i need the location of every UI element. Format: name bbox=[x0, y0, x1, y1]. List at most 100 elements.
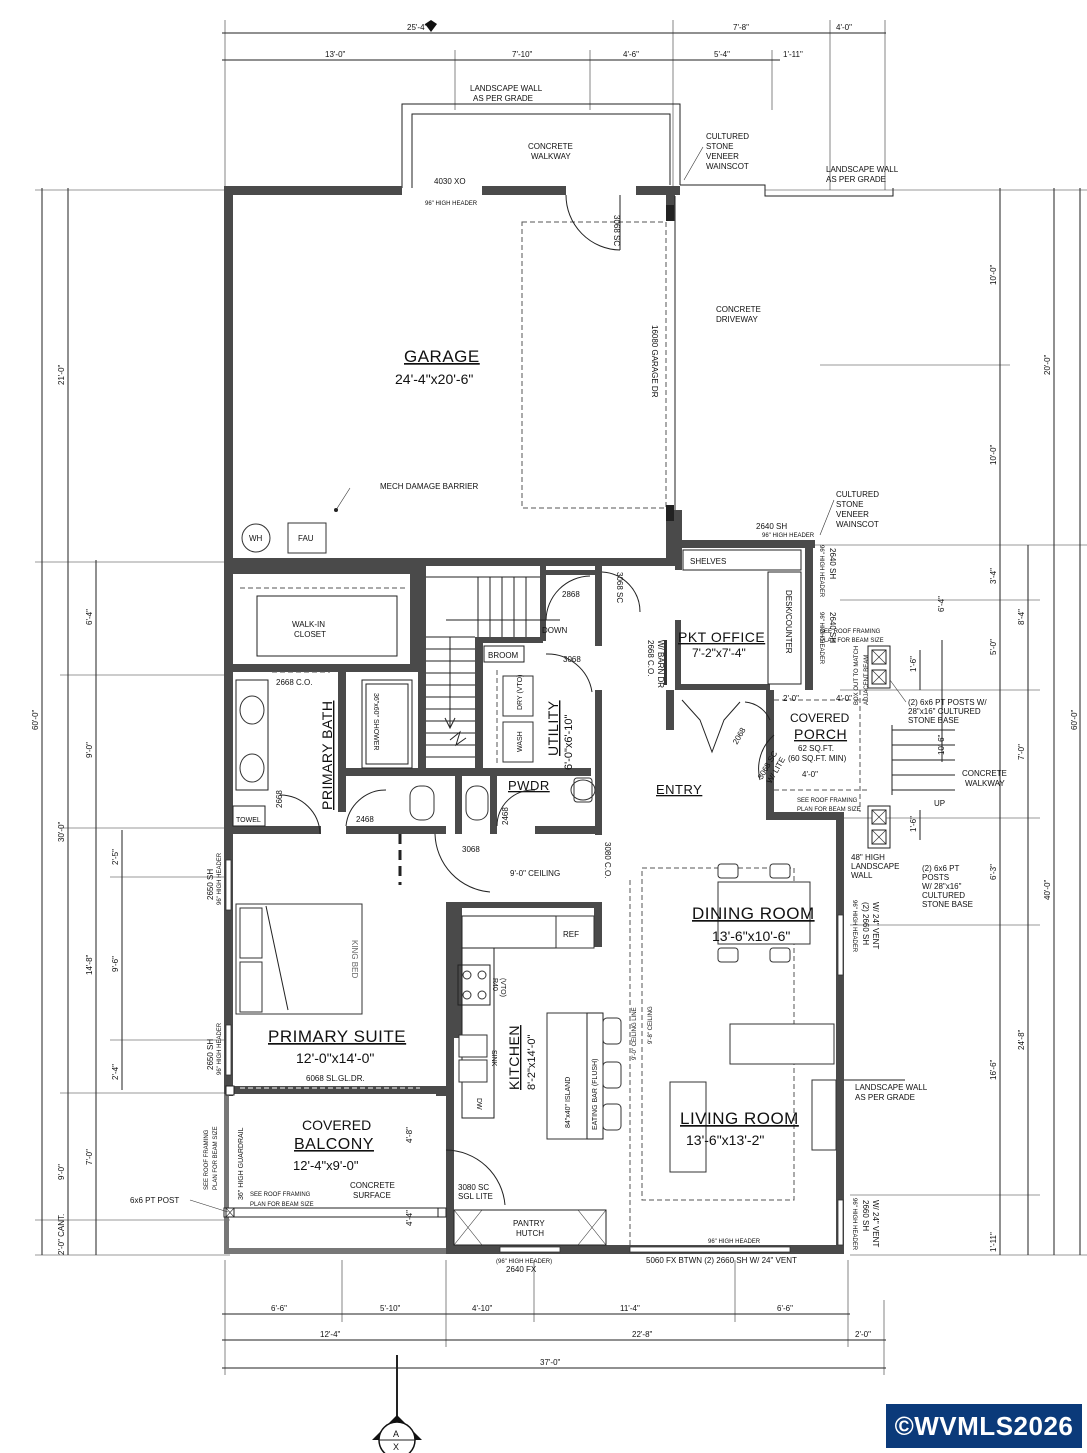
vent-right-3: W/ 24" VENT bbox=[871, 902, 880, 949]
dim-right-8-4: 8'-4" bbox=[1017, 609, 1026, 625]
dining-name: DINING ROOM bbox=[692, 904, 815, 923]
dining-size: 13'-6"x10'-6" bbox=[712, 928, 790, 944]
up-label: UP bbox=[934, 799, 945, 808]
post-6x6: 6x6 PT POST bbox=[130, 1196, 179, 1205]
pt-posts-bot-3: W/ 28"x16" bbox=[922, 882, 962, 891]
watermark-badge: ©WVMLS2026 bbox=[886, 1404, 1082, 1448]
header-side-2: 96" HIGH HEADER bbox=[818, 612, 824, 665]
suite-size: 12'-0"x14'-0" bbox=[296, 1050, 374, 1066]
dim-right-1-6a: 1'-6" bbox=[909, 656, 918, 672]
dim-bot-5-10: 5'-10" bbox=[380, 1304, 401, 1313]
stone-top-3: VENEER bbox=[706, 152, 739, 161]
sink-label: SINK bbox=[490, 1050, 497, 1067]
pt-posts-top-3: STONE BASE bbox=[908, 716, 959, 725]
dim-bot-12-4: 12'-4" bbox=[320, 1330, 341, 1339]
broom-label: BROOM bbox=[488, 651, 519, 660]
stone-mid-2: STONE bbox=[836, 500, 863, 509]
dim-right-7-0: 7'-0" bbox=[1017, 744, 1026, 760]
dry-label: DRY (VTO) bbox=[517, 675, 524, 710]
dim-right-10b: 10'-0" bbox=[989, 444, 998, 465]
door-3080co: 3080 C.O. bbox=[603, 842, 612, 878]
header-96-top: 96" HIGH HEADER bbox=[425, 201, 478, 207]
left-dimensions: 60'-0" 21'-0" 30'-0" 9'-0" 2'-0" CANT. 6… bbox=[31, 188, 230, 1256]
ref-label: REF bbox=[563, 930, 579, 939]
utility-size: 6'-0"x6'-10" bbox=[563, 714, 575, 770]
stone-mid-3: VENEER bbox=[836, 510, 869, 519]
door-2068: 2068 bbox=[731, 726, 748, 746]
vent-br-2: 2660 SH bbox=[861, 1200, 870, 1231]
suite-name: PRIMARY SUITE bbox=[268, 1027, 406, 1046]
bottom-dimensions: 6'-6" 5'-10" 4'-10" 11'-4" 6'-6" 12'-4" … bbox=[222, 1260, 886, 1375]
sh2650-bot-2: 96" HIGH HEADER bbox=[217, 1022, 223, 1075]
landscape-bottom-1: LANDSCAPE WALL bbox=[855, 1083, 928, 1092]
door-4030: 4030 XO bbox=[434, 177, 466, 186]
kitchen-size: 8'-2"x14'-0" bbox=[526, 1034, 538, 1090]
ceiling-line-2: 9'-8" CEILING bbox=[648, 1006, 654, 1044]
pt-posts-bot-5: STONE BASE bbox=[922, 900, 973, 909]
roof-bal2-2: PLAN FOR BEAM SIZE bbox=[250, 1202, 314, 1208]
pantry-2: HUTCH bbox=[516, 1229, 544, 1238]
dim-left-2-5: 2'-5" bbox=[111, 849, 120, 865]
door-2468b: 2468 bbox=[501, 807, 510, 825]
dim-right-10a: 10'-0" bbox=[989, 264, 998, 285]
dim-bal-4-4: 4'-4" bbox=[405, 1210, 414, 1226]
suite-door: 6068 SL.GL.DR. bbox=[306, 1074, 365, 1083]
ceiling-9: 9'-0" CEILING bbox=[510, 869, 560, 878]
header-side: 96" HIGH HEADER bbox=[818, 545, 824, 598]
office-area: SHELVES DESK/COUNTER PKT OFFICE 7'-2"x7'… bbox=[646, 545, 837, 754]
landscape-bottom-2: AS PER GRADE bbox=[855, 1093, 915, 1102]
door-2668-bath: 2668 bbox=[275, 790, 284, 808]
sh2650-bot-1: 2650 SH bbox=[206, 1039, 215, 1070]
dim-top-1: 25'-4" bbox=[407, 23, 428, 32]
pantry-area: PANTRY HUTCH 3080 SC SGL LITE (96" HIGH … bbox=[445, 1149, 797, 1274]
roof-bal2-1: SEE ROOF FRAMING bbox=[250, 1192, 311, 1198]
fau-label: FAU bbox=[298, 534, 314, 543]
walkway-top-2: WALKWAY bbox=[531, 152, 571, 161]
bath-area: WALK-IN CLOSET 2668 C.O. 36"x60" SHOWER … bbox=[232, 587, 413, 885]
eating-bar-label: EATING BAR (FLUSH) bbox=[592, 1059, 599, 1130]
down-label: DOWN bbox=[542, 626, 568, 635]
walls bbox=[224, 186, 844, 1254]
suite-area: KING BED 2650 SH 96" HIGH HEADER PRIMARY… bbox=[206, 852, 420, 1089]
living-area: DINING ROOM 13'-6"x10'-6" LIVING ROOM 13… bbox=[641, 863, 928, 1251]
roof-bal-1: SEE ROOF FRAMING bbox=[204, 1129, 210, 1190]
porch-area-2: (60 SQ.FT. MIN) bbox=[788, 754, 847, 763]
door-3068-util: 3068 bbox=[563, 655, 581, 664]
balcony-name-2: BALCONY bbox=[294, 1136, 374, 1153]
dim-bot-2-0: 2'-0" bbox=[855, 1330, 871, 1339]
driveway-2: DRIVEWAY bbox=[716, 315, 758, 324]
dim-right-3-4: 3'-4" bbox=[989, 568, 998, 584]
landscape-wall-top-1: LANDSCAPE WALL bbox=[470, 84, 543, 93]
stair-area: DOWN 2868 3068 SC BROOM 3068 DRY (VTO) W… bbox=[426, 571, 641, 770]
dim-right-6-4s: 6'-4" bbox=[937, 596, 946, 612]
dim-4-0b: 4'-0" bbox=[802, 770, 818, 779]
porch-area-1: 62 SQ.FT. bbox=[798, 744, 834, 753]
balcony-size: 12'-4"x9'-0" bbox=[293, 1158, 359, 1173]
garage-door-label: 16080 GARAGE DR bbox=[650, 325, 659, 398]
box-out-1: BOX OUT TO MATCH bbox=[854, 646, 860, 705]
concrete-surface-2: SURFACE bbox=[353, 1191, 391, 1200]
section-marker: A X bbox=[372, 1355, 422, 1453]
dim-bot-6-6a: 6'-6" bbox=[271, 1304, 287, 1313]
door-2868: 2868 bbox=[562, 590, 580, 599]
dim-left-2-4: 2'-4" bbox=[111, 1064, 120, 1080]
range-label-2: (VTO) bbox=[499, 978, 506, 997]
dim-bal-4-8: 4'-8" bbox=[405, 1127, 414, 1143]
roof-porch-1: SEE ROOF FRAMING bbox=[820, 629, 881, 635]
stone-mid-4: WAINSCOT bbox=[836, 520, 879, 529]
vent-br-1: 96" HIGH HEADER bbox=[851, 1198, 857, 1251]
dim-4-0a: 4'-0" bbox=[836, 694, 852, 703]
wh-label: WH bbox=[249, 534, 263, 543]
desk-label: DESK/COUNTER bbox=[784, 590, 793, 654]
balcony-area: COVERED BALCONY 12'-4"x9'-0" 36" HIGH GU… bbox=[130, 1085, 447, 1226]
sh2640-side-2: 2640 SH bbox=[828, 612, 837, 643]
dim-top-4: 13'-0" bbox=[325, 50, 346, 59]
island-label: 84"x40" ISLAND bbox=[565, 1077, 572, 1128]
dim-right-60: 60'-0" bbox=[1070, 709, 1079, 730]
driveway-1: CONCRETE bbox=[716, 305, 761, 314]
dim-right-24-8: 24'-8" bbox=[1017, 1029, 1026, 1050]
vent-br-3: W/ 24" VENT bbox=[871, 1200, 880, 1247]
door-2468: 2468 bbox=[356, 815, 374, 824]
dim-right-5-0: 5'-0" bbox=[989, 639, 998, 655]
dim-top-2: 7'-8" bbox=[733, 23, 749, 32]
